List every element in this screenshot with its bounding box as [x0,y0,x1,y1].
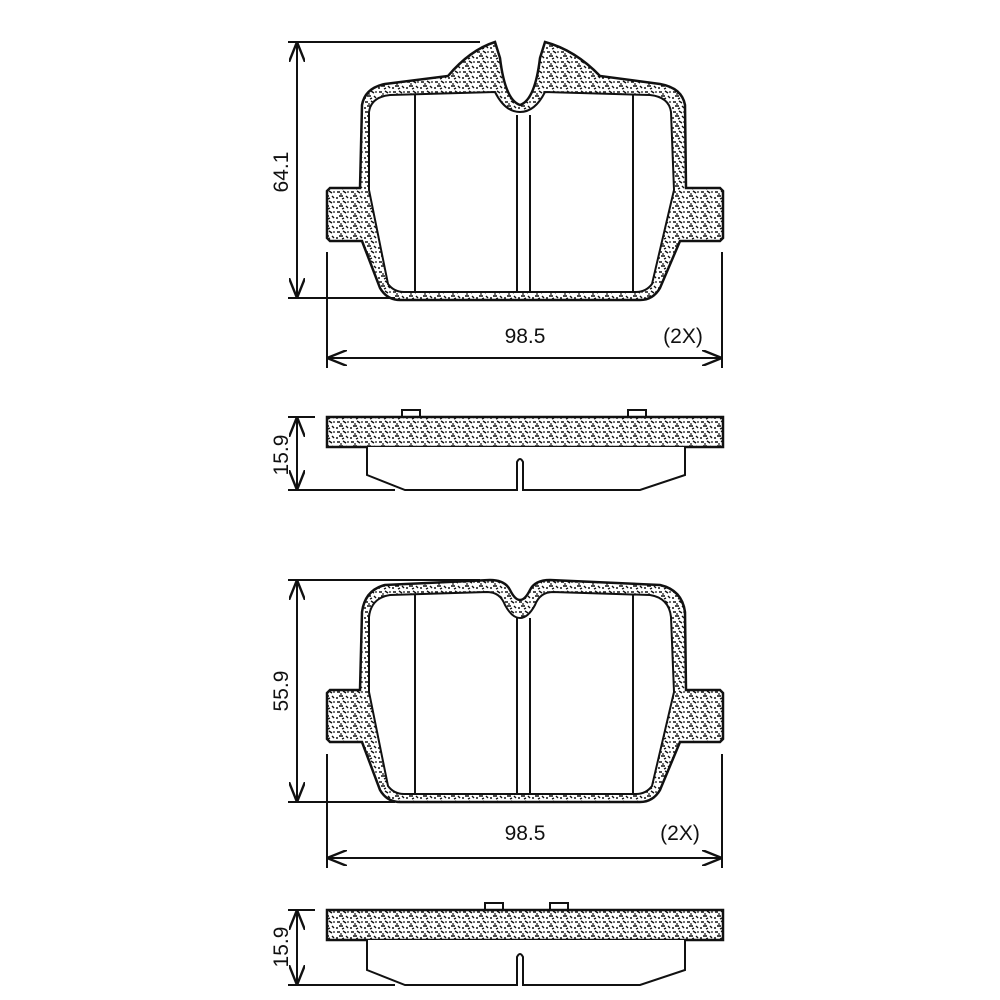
top-pad-front-view [325,40,725,302]
top-quantity-label: (2X) [663,325,703,348]
bottom-pad-side-view: 15.9 [270,902,725,986]
top-pad-dimensions: 64.1 98.5 (2X) [270,41,723,368]
bottom-thickness-label: 15.9 [270,927,293,968]
bottom-width-label: 98.5 [505,822,546,845]
top-height-label: 64.1 [270,152,293,193]
bottom-height-label: 55.9 [270,671,293,712]
bottom-pad-dimensions: 55.9 98.5 (2X) [270,579,723,868]
bottom-quantity-label: (2X) [660,822,700,845]
bottom-pad-front-view [325,578,725,804]
top-width-label: 98.5 [505,325,546,348]
top-pad-side-view: 15.9 [270,409,725,491]
top-thickness-label: 15.9 [270,435,293,476]
